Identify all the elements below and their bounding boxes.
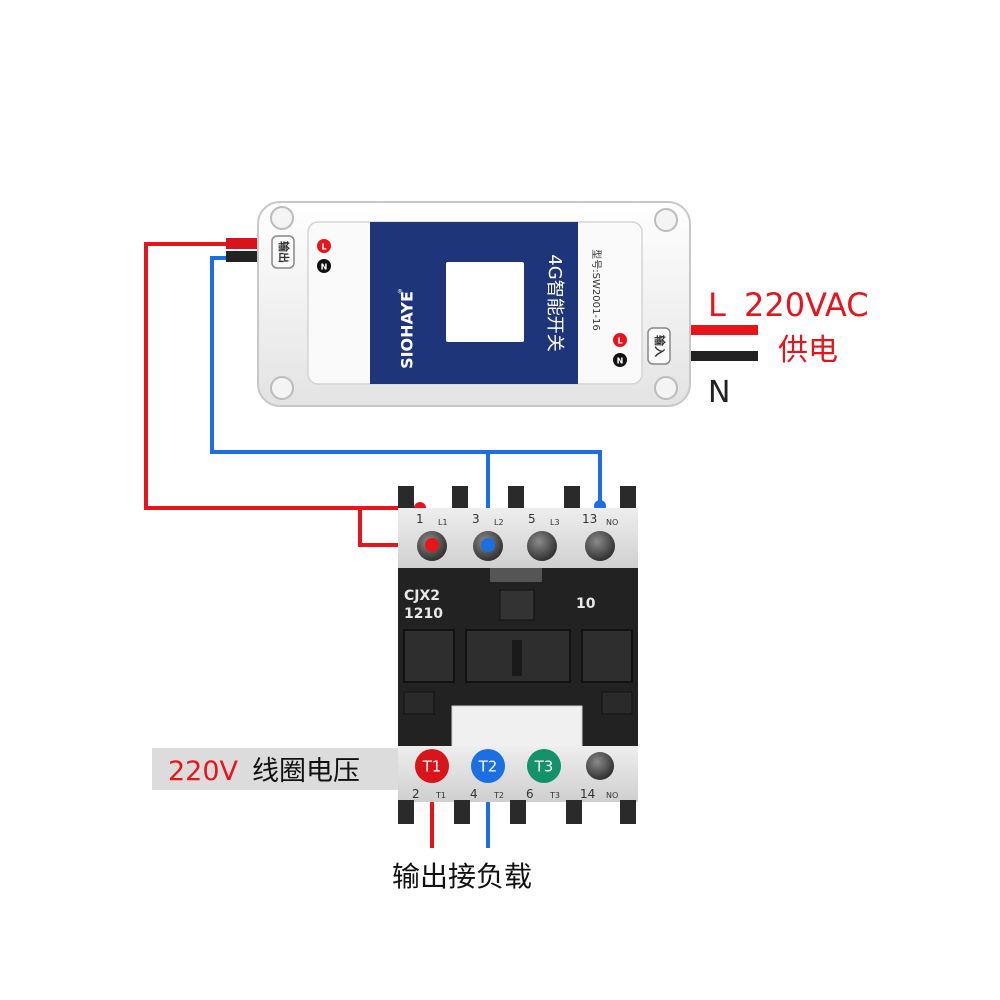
wire-dot [425, 538, 439, 552]
bottom-terminal-num: 14 [580, 787, 595, 801]
badge-t1-label: T1 [422, 758, 442, 776]
screen-window [446, 262, 524, 342]
terminal-l-label: L [321, 243, 326, 252]
supply-n-label: N [708, 375, 730, 410]
supply-l-label: L [708, 286, 726, 324]
wire-dot [481, 538, 495, 552]
body-window [403, 629, 455, 683]
output-label: 输出 [277, 241, 291, 263]
badge-t1-icon [415, 749, 449, 783]
bottom-terminal-tag: T2 [493, 791, 504, 800]
model-label: 型号:SW2001-16 [590, 249, 603, 330]
badge-t3-icon [527, 749, 561, 783]
coil-voltage-label: 220V 线圈电压 [152, 748, 398, 790]
badge-t2-icon [471, 749, 505, 783]
output-port-badge [271, 235, 295, 269]
top-terminal-tag: NO [606, 518, 618, 527]
input-label: 输入 [653, 335, 667, 357]
red-live-wire [144, 242, 420, 510]
top-terminal-tag: L3 [550, 518, 560, 527]
contactor-model-line1: CJX2 [404, 588, 440, 604]
bottom-terminal-tag: NO [606, 791, 618, 800]
load-label: 输出接负载 [392, 860, 532, 893]
screw-icon [527, 531, 557, 561]
coil-voltage-text: 线圈电压 [252, 756, 360, 787]
body-tab [601, 691, 633, 715]
bottom-terminal-tag: T3 [549, 791, 560, 800]
registered-mark: ® [397, 289, 403, 296]
input-terminal-l-label: L [617, 337, 622, 346]
badge-t2-label: T2 [478, 758, 498, 776]
module-black-cable [226, 251, 270, 262]
product-name: 4G智能开关 [544, 254, 565, 351]
blue-neutral-wire [210, 256, 602, 506]
top-terminal-num: 1 [416, 512, 424, 526]
terminal-l-dot-icon [317, 239, 331, 253]
input-terminal-n-icon [613, 353, 627, 367]
brand-name: SIOHAYE [398, 291, 417, 369]
input-port-badge [647, 327, 671, 365]
top-terminal-tag: L2 [494, 518, 504, 527]
body-window [581, 629, 633, 683]
bottom-terminal-num: 6 [526, 787, 534, 801]
contactor-model-line2: 1210 [404, 606, 443, 622]
mount-hole-icon [270, 206, 294, 230]
contactor: 1 L1 3 L2 5 L3 13 NO CJX2 1210 10 [398, 486, 638, 824]
coil-voltage-value: 220V [168, 756, 239, 787]
mount-hole-icon [654, 376, 678, 400]
bottom-terminal-num: 4 [470, 787, 478, 801]
supply-voltage: 220VAC [744, 286, 869, 324]
top-terminal-num: 5 [528, 512, 536, 526]
badge-t3-label: T3 [534, 758, 554, 776]
input-terminal-n-label: N [617, 357, 624, 366]
top-fins [398, 486, 636, 510]
coil-voltage-bg [152, 748, 398, 790]
bottom-fins [398, 800, 636, 824]
input-terminal-l-icon [613, 333, 627, 347]
bottom-terminal-tag: T1 [435, 791, 446, 800]
body-tab [403, 691, 435, 715]
supply-black-cable [688, 351, 758, 361]
mount-hole-icon [270, 376, 294, 400]
body-top-notch [490, 568, 542, 582]
screw-icon [586, 752, 614, 780]
switch-module: 输出 L N 开关 网络 SIOHAYE ® 4G智能开关 型号:SW2001-… [257, 201, 691, 407]
terminal-n-label: N [321, 263, 328, 272]
top-terminal-num: 13 [582, 512, 597, 526]
red-jumper-wire [358, 506, 430, 547]
mount-hole-icon [654, 208, 678, 232]
top-terminal-tag: L1 [438, 518, 448, 527]
contactor-rating: 10 [576, 596, 596, 612]
screw-icon [585, 531, 615, 561]
bottom-terminal-num: 2 [412, 787, 420, 801]
supply-red-cable [688, 325, 758, 335]
supply-text: 供电 [778, 333, 838, 368]
body-divider [512, 640, 522, 676]
power-supply-labels: L 220VAC 供电 N [708, 286, 869, 410]
terminal-n-dot-icon [317, 259, 331, 273]
module-red-cable [226, 238, 270, 249]
body-slot [499, 589, 535, 621]
top-terminal-num: 3 [472, 512, 480, 526]
